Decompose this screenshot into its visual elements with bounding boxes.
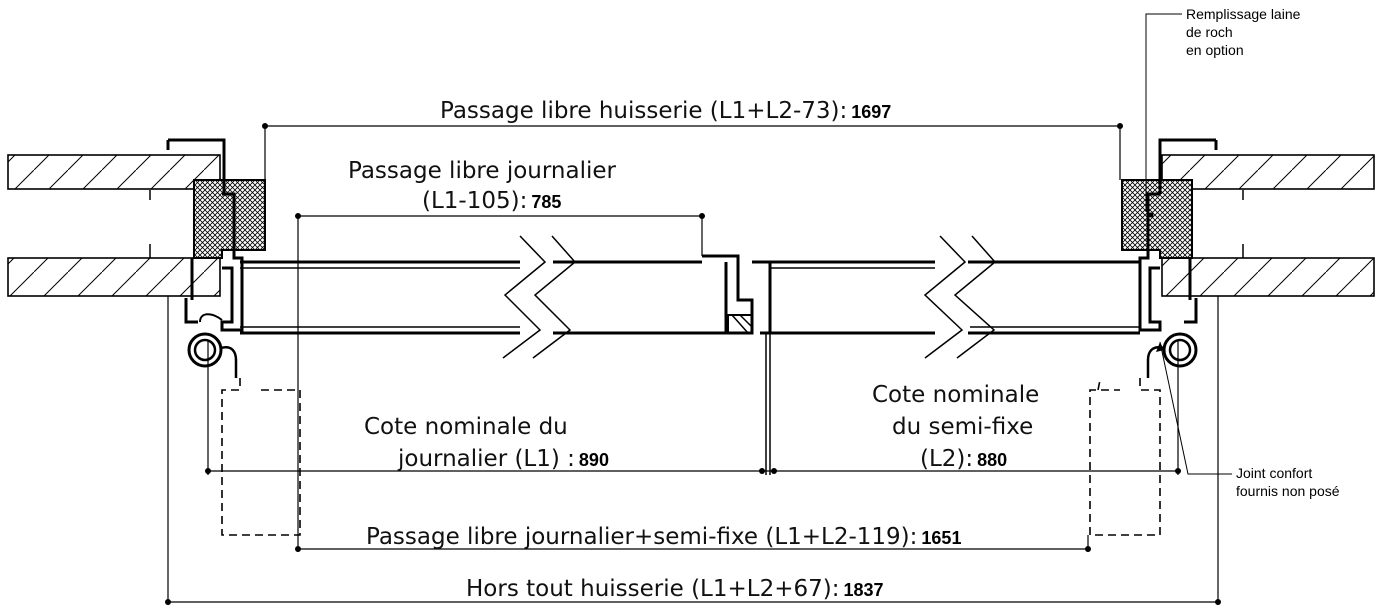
value-cote-journalier: 890 xyxy=(579,450,609,470)
label-cote-journalier-1: Cote nominale du xyxy=(364,414,568,440)
label-cote-semi-3: (L2): xyxy=(920,446,973,472)
svg-text:Passage libre journalier+semi-: Passage libre journalier+semi-fixe (L1+L… xyxy=(366,524,961,550)
svg-text:(L2):880: (L2):880 xyxy=(920,446,1007,472)
svg-text:journalier (L1) :890: journalier (L1) :890 xyxy=(397,446,609,472)
value-passage-journalier: 785 xyxy=(531,192,561,212)
door-leaves xyxy=(240,235,1140,475)
value-passage-huisserie: 1697 xyxy=(851,102,891,122)
label-passage-journalier-1: Passage libre journalier xyxy=(348,158,617,184)
dashed-flaps xyxy=(221,378,1161,536)
svg-text:Hors tout huisserie (L1+L2+67): Hors tout huisserie (L1+L2+67):1837 xyxy=(466,576,884,602)
left-insulation xyxy=(193,179,266,259)
right-wall xyxy=(1161,154,1375,297)
svg-text:Passage libre huisserie (L1+L2: Passage libre huisserie (L1+L2-73):1697 xyxy=(440,98,891,124)
left-frame xyxy=(166,138,266,378)
left-wall xyxy=(7,154,221,297)
value-passage-journalier-semi: 1651 xyxy=(921,528,961,548)
note-remplissage-1: Remplissage laine xyxy=(1186,6,1301,22)
svg-text:(L1-105):785: (L1-105):785 xyxy=(422,188,561,214)
right-insulation xyxy=(1121,179,1193,259)
note-remplissage-3: en option xyxy=(1186,42,1244,58)
label-passage-journalier-semi: Passage libre journalier+semi-fixe (L1+L… xyxy=(366,524,917,550)
note-joint-1: Joint confort xyxy=(1236,465,1312,481)
label-passage-huisserie: Passage libre huisserie (L1+L2-73): xyxy=(440,98,847,124)
value-cote-semi: 880 xyxy=(977,450,1007,470)
note-joint-2: fournis non posé xyxy=(1236,483,1340,499)
label-passage-journalier-2: (L1-105): xyxy=(422,188,527,214)
label-cote-journalier-2: journalier (L1) : xyxy=(397,446,575,472)
label-cote-semi-1: Cote nominale xyxy=(872,382,1039,408)
note-remplissage-2: de roch xyxy=(1186,24,1233,40)
dimension-lines xyxy=(165,13,1232,605)
value-hors-tout: 1837 xyxy=(843,580,883,600)
label-cote-semi-2: du semi-fixe xyxy=(892,414,1033,440)
label-hors-tout: Hors tout huisserie (L1+L2+67): xyxy=(466,576,839,602)
